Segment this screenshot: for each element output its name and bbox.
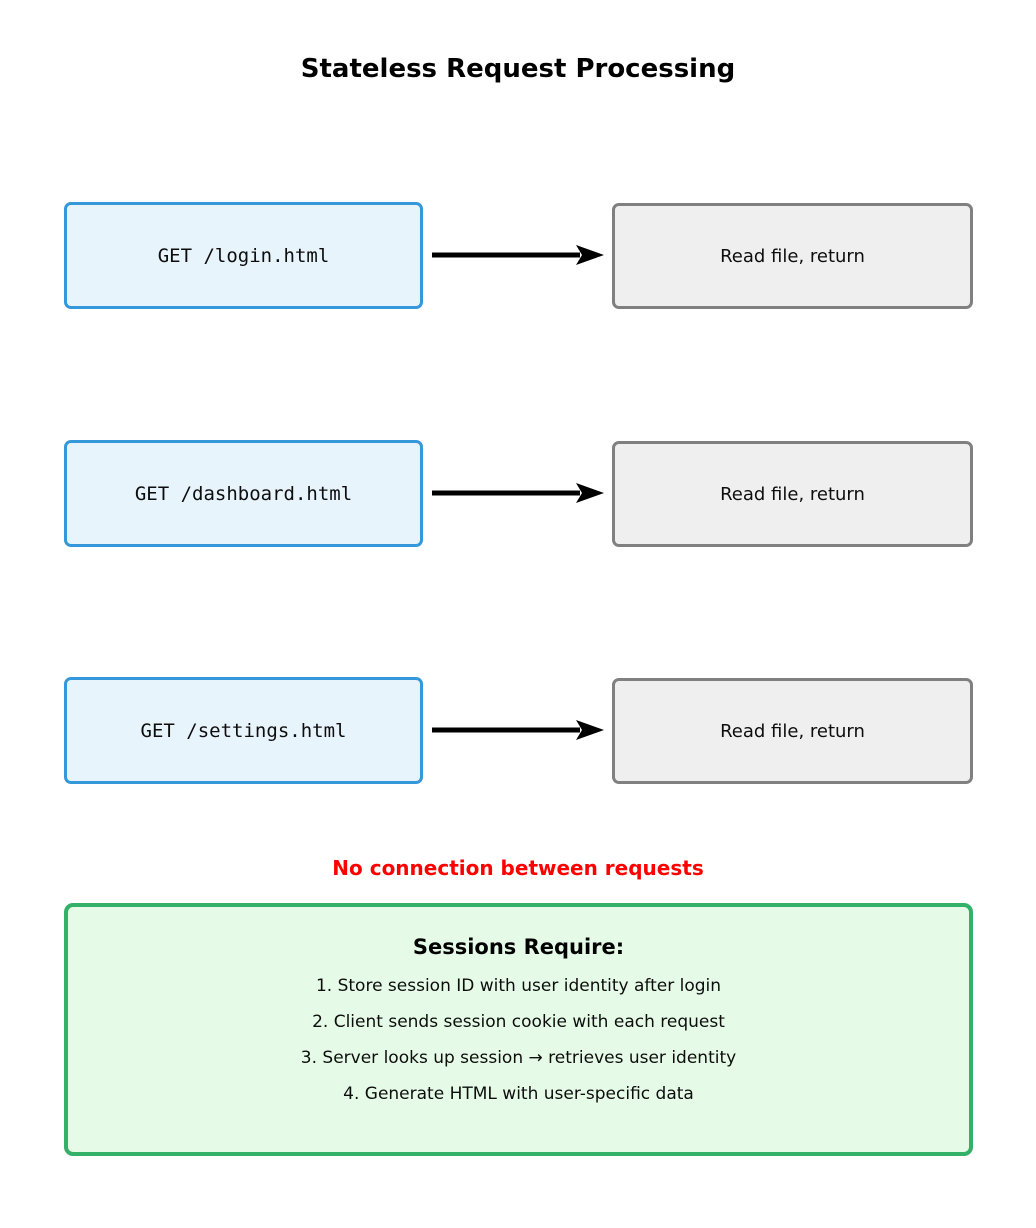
request-box-dashboard: GET /dashboard.html — [64, 440, 423, 547]
arrow-right-icon — [432, 245, 604, 265]
arrow-right-icon — [432, 720, 604, 740]
sessions-panel-item-1: 1. Store session ID with user identity a… — [315, 976, 722, 996]
response-label: Read file, return — [720, 245, 865, 267]
request-row-settings: GET /settings.html Read file, return — [0, 677, 1036, 785]
sessions-require-panel: Sessions Require: 1. Store session ID wi… — [64, 903, 973, 1156]
response-box-settings: Read file, return — [612, 678, 973, 784]
request-box-settings: GET /settings.html — [64, 677, 423, 784]
request-label: GET /settings.html — [140, 719, 347, 742]
response-label: Read file, return — [720, 720, 865, 742]
request-label: GET /dashboard.html — [134, 482, 353, 505]
request-label: GET /login.html — [157, 244, 330, 267]
request-box-login: GET /login.html — [64, 202, 423, 309]
request-row-login: GET /login.html Read file, return — [0, 202, 1036, 310]
page-title: Stateless Request Processing — [300, 54, 736, 84]
sessions-panel-item-3: 3. Server looks up session → retrieves u… — [300, 1048, 737, 1068]
arrow-right-icon — [432, 483, 604, 503]
response-box-login: Read file, return — [612, 203, 973, 309]
sessions-panel-heading: Sessions Require: — [412, 935, 625, 959]
no-connection-note: No connection between requests — [332, 856, 704, 880]
request-row-dashboard: GET /dashboard.html Read file, return — [0, 440, 1036, 548]
response-box-dashboard: Read file, return — [612, 441, 973, 547]
sessions-panel-item-2: 2. Client sends session cookie with each… — [312, 1012, 725, 1032]
response-label: Read file, return — [720, 483, 865, 505]
sessions-panel-item-4: 4. Generate HTML with user-specific data — [343, 1084, 694, 1104]
